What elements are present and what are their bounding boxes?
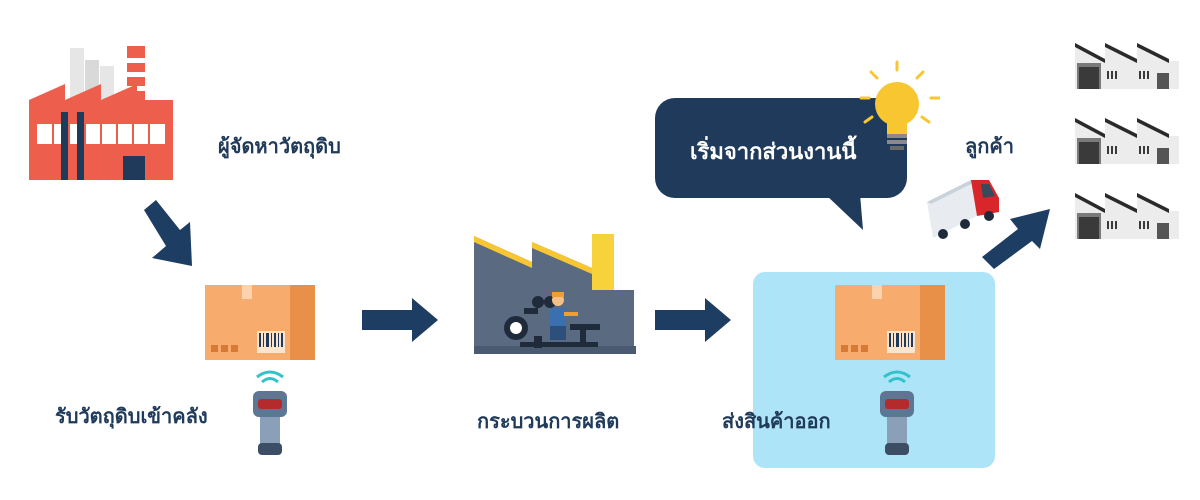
scanner-icon [872,365,922,457]
lightbulb-icon [855,60,940,155]
arrow-diagonal-up-icon [982,205,1052,270]
worker-icon [500,290,610,350]
customer-label: ลูกค้า [965,134,1014,158]
arrow-right-icon [655,298,731,342]
supplier-factory-icon [25,40,175,185]
warehouse-icon [1075,185,1180,240]
receive-label: รับวัตถุดิบเข้าคลัง [55,404,208,428]
start-here-text: เริ่มจากส่วนงานนี้ [690,140,857,165]
ship-box-icon [835,285,945,360]
receive-box-icon [205,285,315,360]
speech-bubble [655,98,910,233]
production-label: กระบวนการผลิต [477,409,620,433]
warehouse-icon [1075,35,1180,90]
truck-icon [925,172,1003,242]
warehouse-icon [1075,110,1180,165]
supplier-label: ผู้จัดหาวัตถุดิบ [218,134,341,158]
arrow-right-icon [362,298,438,342]
arrow-diagonal-down-icon [140,200,200,270]
ship-label: ส่งสินค้าออก [722,409,831,433]
scanner-icon [245,365,295,457]
